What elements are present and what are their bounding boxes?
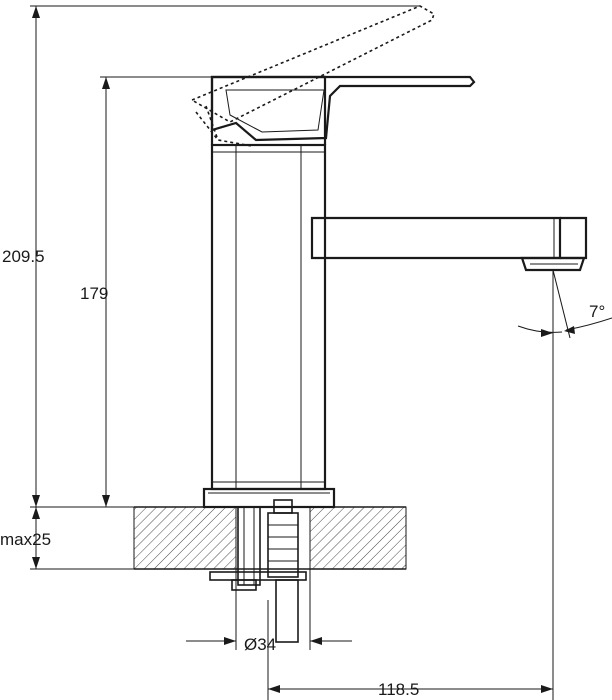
dimension-reach [267, 270, 554, 700]
countertop-section [133, 506, 407, 570]
total-height-label: 209.5 [2, 247, 45, 266]
lever-raised-position [190, 5, 435, 147]
reach-label: 118.5 [378, 680, 419, 699]
dimension-hole-diameter [186, 569, 352, 650]
mounting-hardware [209, 499, 307, 643]
faucet-lever-handle [210, 75, 476, 142]
hole-diameter-label: Ø34 [244, 635, 276, 654]
dimension-total-height [30, 5, 420, 508]
angle-label: 7° [589, 302, 605, 321]
body-height-label: 179 [80, 284, 108, 303]
dimension-body-height [100, 76, 212, 507]
faucet-spout [310, 216, 588, 272]
faucet-body [202, 75, 336, 509]
dimension-angle [517, 269, 612, 339]
max-thickness-label: max25 [0, 530, 51, 549]
dimension-max-thickness [30, 507, 134, 570]
